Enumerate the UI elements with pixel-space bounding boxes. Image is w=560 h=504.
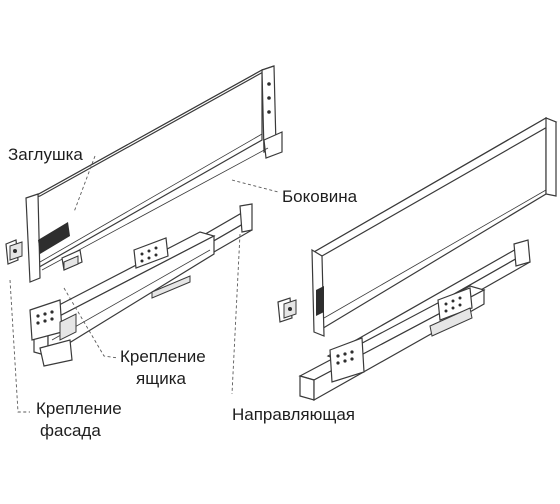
leader-facade-mount — [9, 279, 30, 413]
left-side-panel — [25, 65, 283, 283]
label-drawer-mount-line2: ящика — [136, 369, 186, 388]
leader-runner — [231, 233, 241, 395]
label-facade-mount-line1: Крепление — [36, 399, 122, 418]
leader-drawer-mount — [63, 287, 119, 359]
leader-side-panel — [231, 179, 279, 193]
label-drawer-mount-line1: Крепление — [120, 347, 206, 366]
leader-plug — [73, 155, 96, 213]
right-side-panel — [311, 116, 558, 337]
right-runner — [298, 239, 531, 402]
label-runner: Направляющая — [232, 405, 356, 424]
right-facade-mount — [277, 297, 297, 323]
label-side-panel: Боковина — [282, 187, 358, 206]
left-runner — [29, 203, 253, 367]
leader-lines — [9, 155, 279, 413]
left-facade-mount — [5, 239, 23, 265]
label-facade-mount-line2: фасада — [40, 421, 101, 440]
left-plug — [61, 249, 83, 271]
label-plug: Заглушка — [8, 145, 83, 164]
